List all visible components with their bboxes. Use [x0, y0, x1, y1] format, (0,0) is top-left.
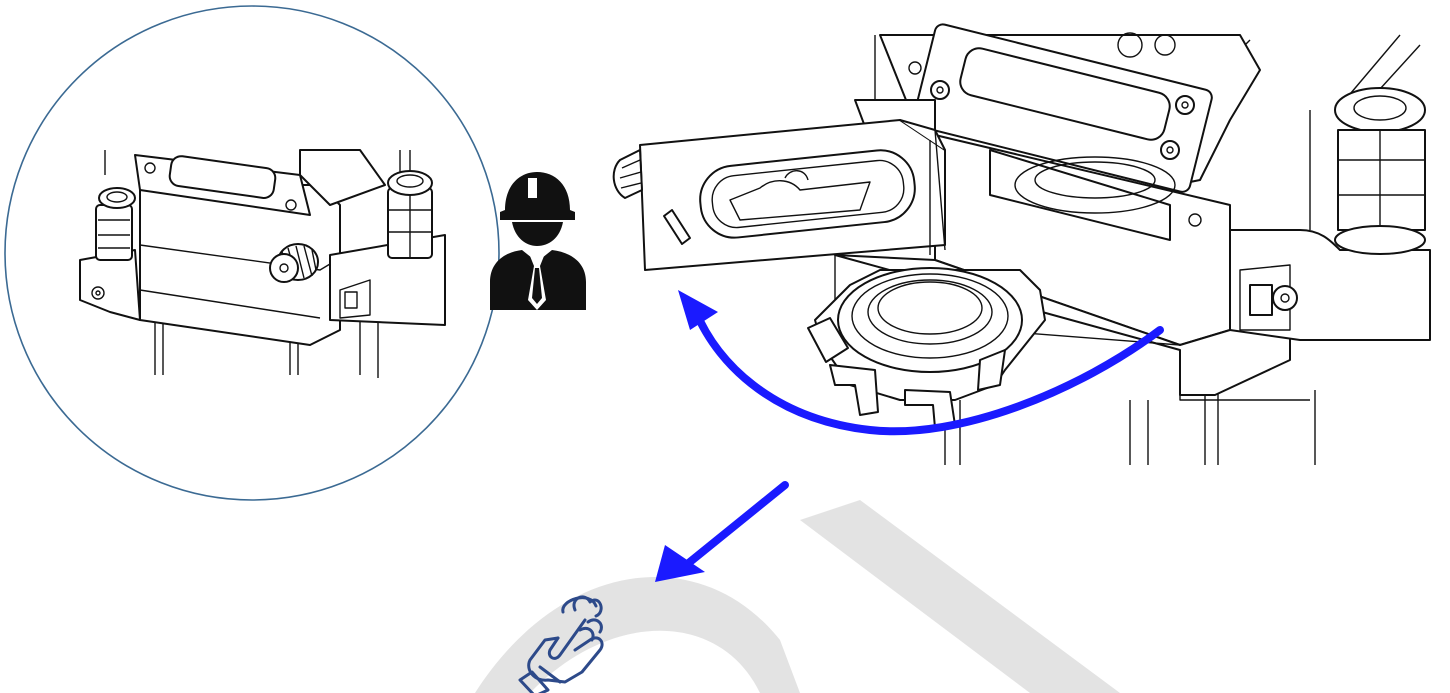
watermark [475, 500, 1120, 693]
detail-view [4, 5, 500, 501]
curved-arrow-icon [678, 290, 1164, 436]
main-assembly [612, 23, 1431, 465]
drawer-lid [612, 119, 946, 271]
right-hex-fitting [1334, 87, 1426, 255]
straight-arrow-icon [655, 481, 789, 582]
tap-hand-icon [518, 595, 604, 693]
right-fitting [387, 170, 433, 259]
worker-helmet-icon [490, 172, 586, 310]
knurled-knob [269, 243, 319, 283]
lens-holder [807, 267, 1046, 429]
left-fitting [95, 187, 136, 261]
